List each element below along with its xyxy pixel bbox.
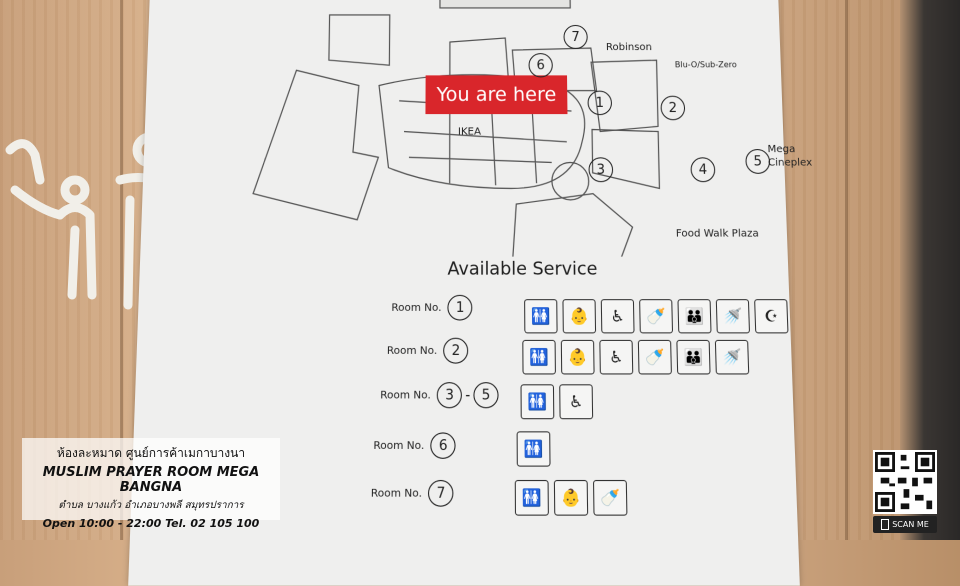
caption-hours-phone: Open 10:00 - 22:00 Tel. 02 105 100 (42, 517, 260, 530)
caption-thai-title: ห้องละหมาด ศูนย์การค้าเมกาบางนา (56, 446, 246, 460)
room-label: Room No. (380, 389, 431, 402)
room-label: Room No. (373, 439, 425, 452)
child-wash-icon: 🚿 (715, 299, 751, 334)
store-cineplex: Cineplex (767, 157, 813, 169)
room-label: Room No. (386, 344, 438, 357)
nursing-icon: 🍼 (592, 479, 628, 516)
store-bluo-subzero: Blu-O/Sub-Zero (674, 60, 737, 70)
store-robinson: Robinson (605, 42, 653, 54)
toilet-icon: 🚻 (520, 384, 555, 420)
wheelchair-icon: ♿ (559, 384, 594, 420)
map-room-marker: 4 (690, 157, 716, 183)
room-label: Room No. (391, 301, 442, 314)
plank-seam (120, 0, 123, 540)
nursing-icon: 🍼 (639, 299, 674, 334)
store-food-walk-plaza: Food Walk Plaza (675, 228, 759, 240)
room-number: 2 (443, 337, 469, 364)
room-number: 5 (473, 382, 499, 409)
nursing-icon: 🍼 (637, 339, 672, 375)
available-service-title: Available Service (447, 258, 598, 280)
room-row-6: Room No. 6 (373, 432, 456, 459)
room-7-icons: 🚻 👶 🍼 (514, 479, 628, 516)
room-row-3-5: Room No. 3 - 5 (380, 382, 499, 409)
plank-seam (845, 0, 848, 540)
child-wash-icon: 🚿 (714, 339, 750, 375)
floor-map (140, 0, 788, 257)
room-label: Room No. (370, 487, 422, 500)
wheelchair-icon: ♿ (599, 339, 634, 375)
family-icon: 👪 (677, 299, 712, 334)
baby-change-icon: 👶 (553, 479, 589, 516)
qr-pattern-icon (875, 452, 935, 512)
room-number: 6 (430, 432, 456, 459)
toilet-icon: 🚻 (524, 299, 558, 334)
scan-me-button[interactable]: SCAN ME (873, 516, 937, 533)
map-room-marker: 7 (563, 24, 588, 50)
room-number: 1 (447, 294, 473, 321)
room-number: 7 (428, 479, 454, 507)
family-icon: 👪 (676, 339, 711, 375)
baby-change-icon: 👶 (560, 339, 595, 375)
room-row-1: Room No. 1 (391, 294, 473, 321)
map-room-marker: 6 (528, 53, 553, 78)
baby-change-icon: 👶 (562, 299, 597, 334)
toilet-icon: 🚻 (516, 431, 551, 467)
phone-icon (881, 519, 890, 530)
room-row-7: Room No. 7 (370, 479, 454, 507)
map-room-marker: 2 (660, 95, 686, 121)
store-ikea: IKEA (457, 126, 481, 138)
you-are-here-label: You are here (425, 75, 568, 115)
room-row-2: Room No. 2 (386, 337, 469, 364)
qr-code[interactable] (873, 450, 937, 514)
location-caption: ห้องละหมาด ศูนย์การค้าเมกาบางนา MUSLIM P… (22, 438, 280, 530)
scan-me-label: SCAN ME (892, 520, 929, 529)
map-room-marker: 1 (587, 90, 613, 116)
toilet-icon: 🚻 (514, 479, 549, 516)
caption-english-title: MUSLIM PRAYER ROOM MEGA BANGNA (42, 465, 260, 495)
directory-board: You are here Robinson Blu-O/Sub-Zero IKE… (128, 0, 812, 586)
range-dash: - (465, 387, 471, 404)
wheelchair-icon: ♿ (600, 299, 635, 334)
room-3-5-icons: 🚻 ♿ (520, 384, 594, 420)
room-2-icons: 🚻 👶 ♿ 🍼 👪 🚿 (522, 339, 750, 375)
store-mega: Mega (767, 143, 796, 156)
toilet-icon: 🚻 (522, 339, 556, 375)
room-6-icons: 🚻 (516, 431, 551, 467)
map-room-marker: 5 (745, 149, 771, 174)
room-1-icons: 🚻 👶 ♿ 🍼 👪 🚿 ☪ (524, 299, 789, 334)
prayer-icon: ☪ (754, 299, 789, 334)
room-number: 3 (437, 382, 463, 409)
map-room-marker: 3 (588, 157, 614, 183)
caption-address: ตำบล บางแก้ว อำเภอบางพลี สมุทรปราการ (58, 500, 244, 511)
